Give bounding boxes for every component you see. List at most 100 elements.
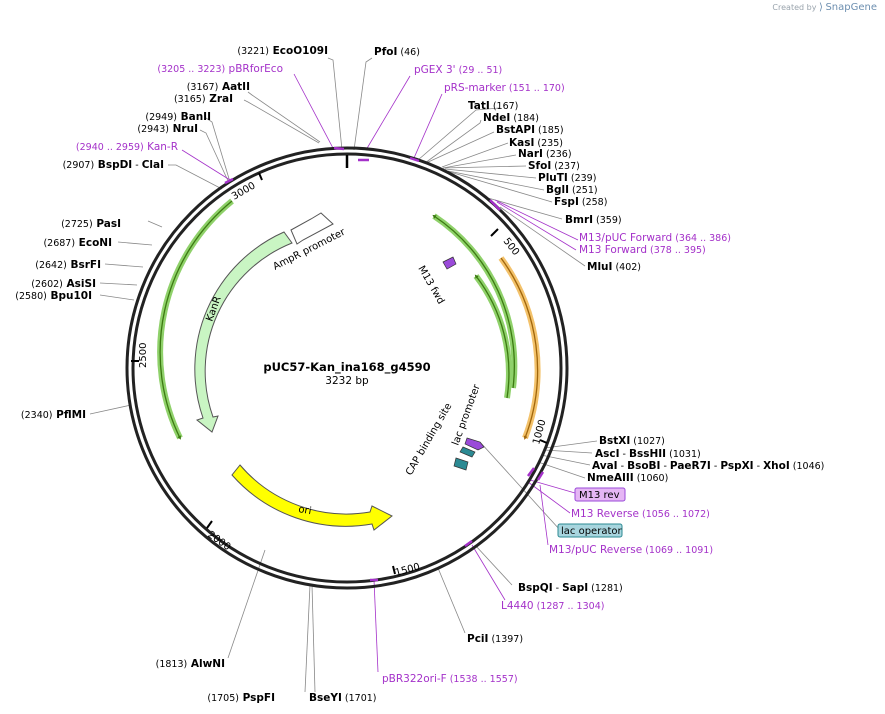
enzyme-pcii: PciI (1397) [467,633,523,645]
leader-pgex3 [365,75,411,151]
label-part: NmeAIII [587,472,634,484]
enzyme-fspi: FspI (258) [554,196,607,208]
label-part: (2642) [35,260,67,271]
cap-site-label: CAP binding site [404,401,454,477]
label-part: pGEX 3' [414,64,456,76]
leader-tati [417,107,500,161]
leader-pasi [147,220,163,228]
label-part: (2602) [31,279,63,290]
primer-m13-forward: M13 Forward (378 .. 395) [579,244,706,256]
enzyme-kasi: KasI (235) [509,137,563,149]
backbone-inner [131,152,563,584]
primer-kan-r: (2940 .. 2959) Kan-R [76,141,178,153]
lac-promoter-marker [464,437,485,451]
label-part: (237) [551,161,580,172]
label-part: (3205 .. 3223) [157,64,225,75]
leader-mlui [499,206,586,267]
label-part: (29 .. 51) [456,65,503,76]
label-part: (46) [397,47,420,58]
label-part: AvaI [592,460,618,472]
label-part: (239) [568,173,597,184]
snapgene-credit: Created by ⟩ SnapGene [772,2,877,13]
enzyme-labels: (3221) EcoO109I PfoI (46) (3167) AatII (… [15,45,824,704]
label-part: NarI [518,148,543,160]
label-part: NruI [169,123,198,135]
leader-prs-marker [413,93,443,159]
primer-m13puc-reverse: M13/pUC Reverse (1069 .. 1091) [549,544,713,556]
leader-banii [205,117,231,183]
tick-label-3000: 3000 [230,180,258,202]
label-part: - [754,461,763,472]
label-part: (2943) [137,124,169,135]
green-arc-right-line [432,214,516,389]
leader-bstapi [425,131,495,164]
orange-arc-line [500,257,539,440]
label-part: (184) [510,113,539,124]
m13-rev-box [574,487,626,502]
leader-bsrfi [104,263,144,268]
primer-pbrforeco: (3205 .. 3223) pBRforEco [157,63,283,75]
label-part: BmrI [565,214,593,226]
tick-label-2000: 2000 [205,529,232,553]
enzyme-pasi: (2725) PasI [61,218,121,230]
label-part: (1813) [156,659,188,670]
scale-ticks [131,172,548,575]
m13-rev-box-label: M13 rev [579,490,620,501]
enzyme-pfoi: PfoI (46) [374,46,420,58]
primer-pgex3: pGEX 3' (29 .. 51) [414,64,502,76]
label-part: MluI [587,261,612,273]
enzyme-bsshii: AscI - BssHII (1031) [595,448,701,460]
leader-aatii [247,91,321,143]
label-part: (1031) [666,449,701,460]
leader-pflmi [89,404,132,415]
label-part: ClaI [142,159,164,171]
label-part: PspXI [720,460,753,472]
leader-m13puc-fwd [494,199,579,241]
enzyme-nmeaiii: NmeAIII (1060) [587,472,668,484]
kanr-label: KanR [204,295,223,323]
label-part: - [660,461,669,472]
label-part: (3165) [174,94,206,105]
cap-site-marker [453,457,469,471]
ampr-promoter-arrow [290,212,334,245]
m13-fwd-marker [442,256,457,270]
label-part: (402) [612,262,641,273]
label-part: (236) [543,149,572,160]
leader-pspfi [304,584,311,693]
enzyme-alwni: (1813) AlwNI [156,658,225,670]
label-part: Bpu10I [47,290,92,302]
primer-pbr322ori-f: pBR322ori-F (1538 .. 1557) [382,673,518,685]
label-part: BsrFI [67,259,101,271]
label-part: BssHII [629,448,666,460]
lac-promoter-label: lac promoter [450,382,483,447]
enzyme-nari: NarI (236) [518,148,572,160]
label-part: (1027) [630,436,665,447]
leader-alwni [227,549,266,659]
enzyme-zrai: (3165) ZraI [174,93,233,105]
label-part: - [620,449,629,460]
label-part: - [553,583,562,594]
label-part: M13/pUC Forward [579,232,672,244]
leader-kan-r [181,149,231,181]
label-part: pBR322ori-F [382,673,447,685]
leader-sfoi [442,165,527,169]
green-arc-left-line [159,200,233,440]
enzyme-mlui: MluI (402) [587,261,641,273]
label-part: PciI [467,633,488,645]
label-part: BglI [546,184,569,196]
primer-l4440: L4440 (1287 .. 1304) [501,600,604,612]
leader-pbr322ori-f [373,579,379,673]
leader-nrui [199,129,230,184]
label-part: (1046) [790,461,825,472]
enzyme-ndei: NdeI (184) [483,112,539,124]
label-part: (1701) [342,693,377,704]
label-part: PaeR7I [670,460,711,472]
label-part: FspI [554,196,579,208]
enzyme-pluti: PluTI (239) [538,172,596,184]
label-part: (3167) [187,82,219,93]
label-part: - [711,461,720,472]
leader-pluti [444,168,537,179]
label-part: Kan-R [144,141,178,153]
leader-sapi [474,544,513,586]
